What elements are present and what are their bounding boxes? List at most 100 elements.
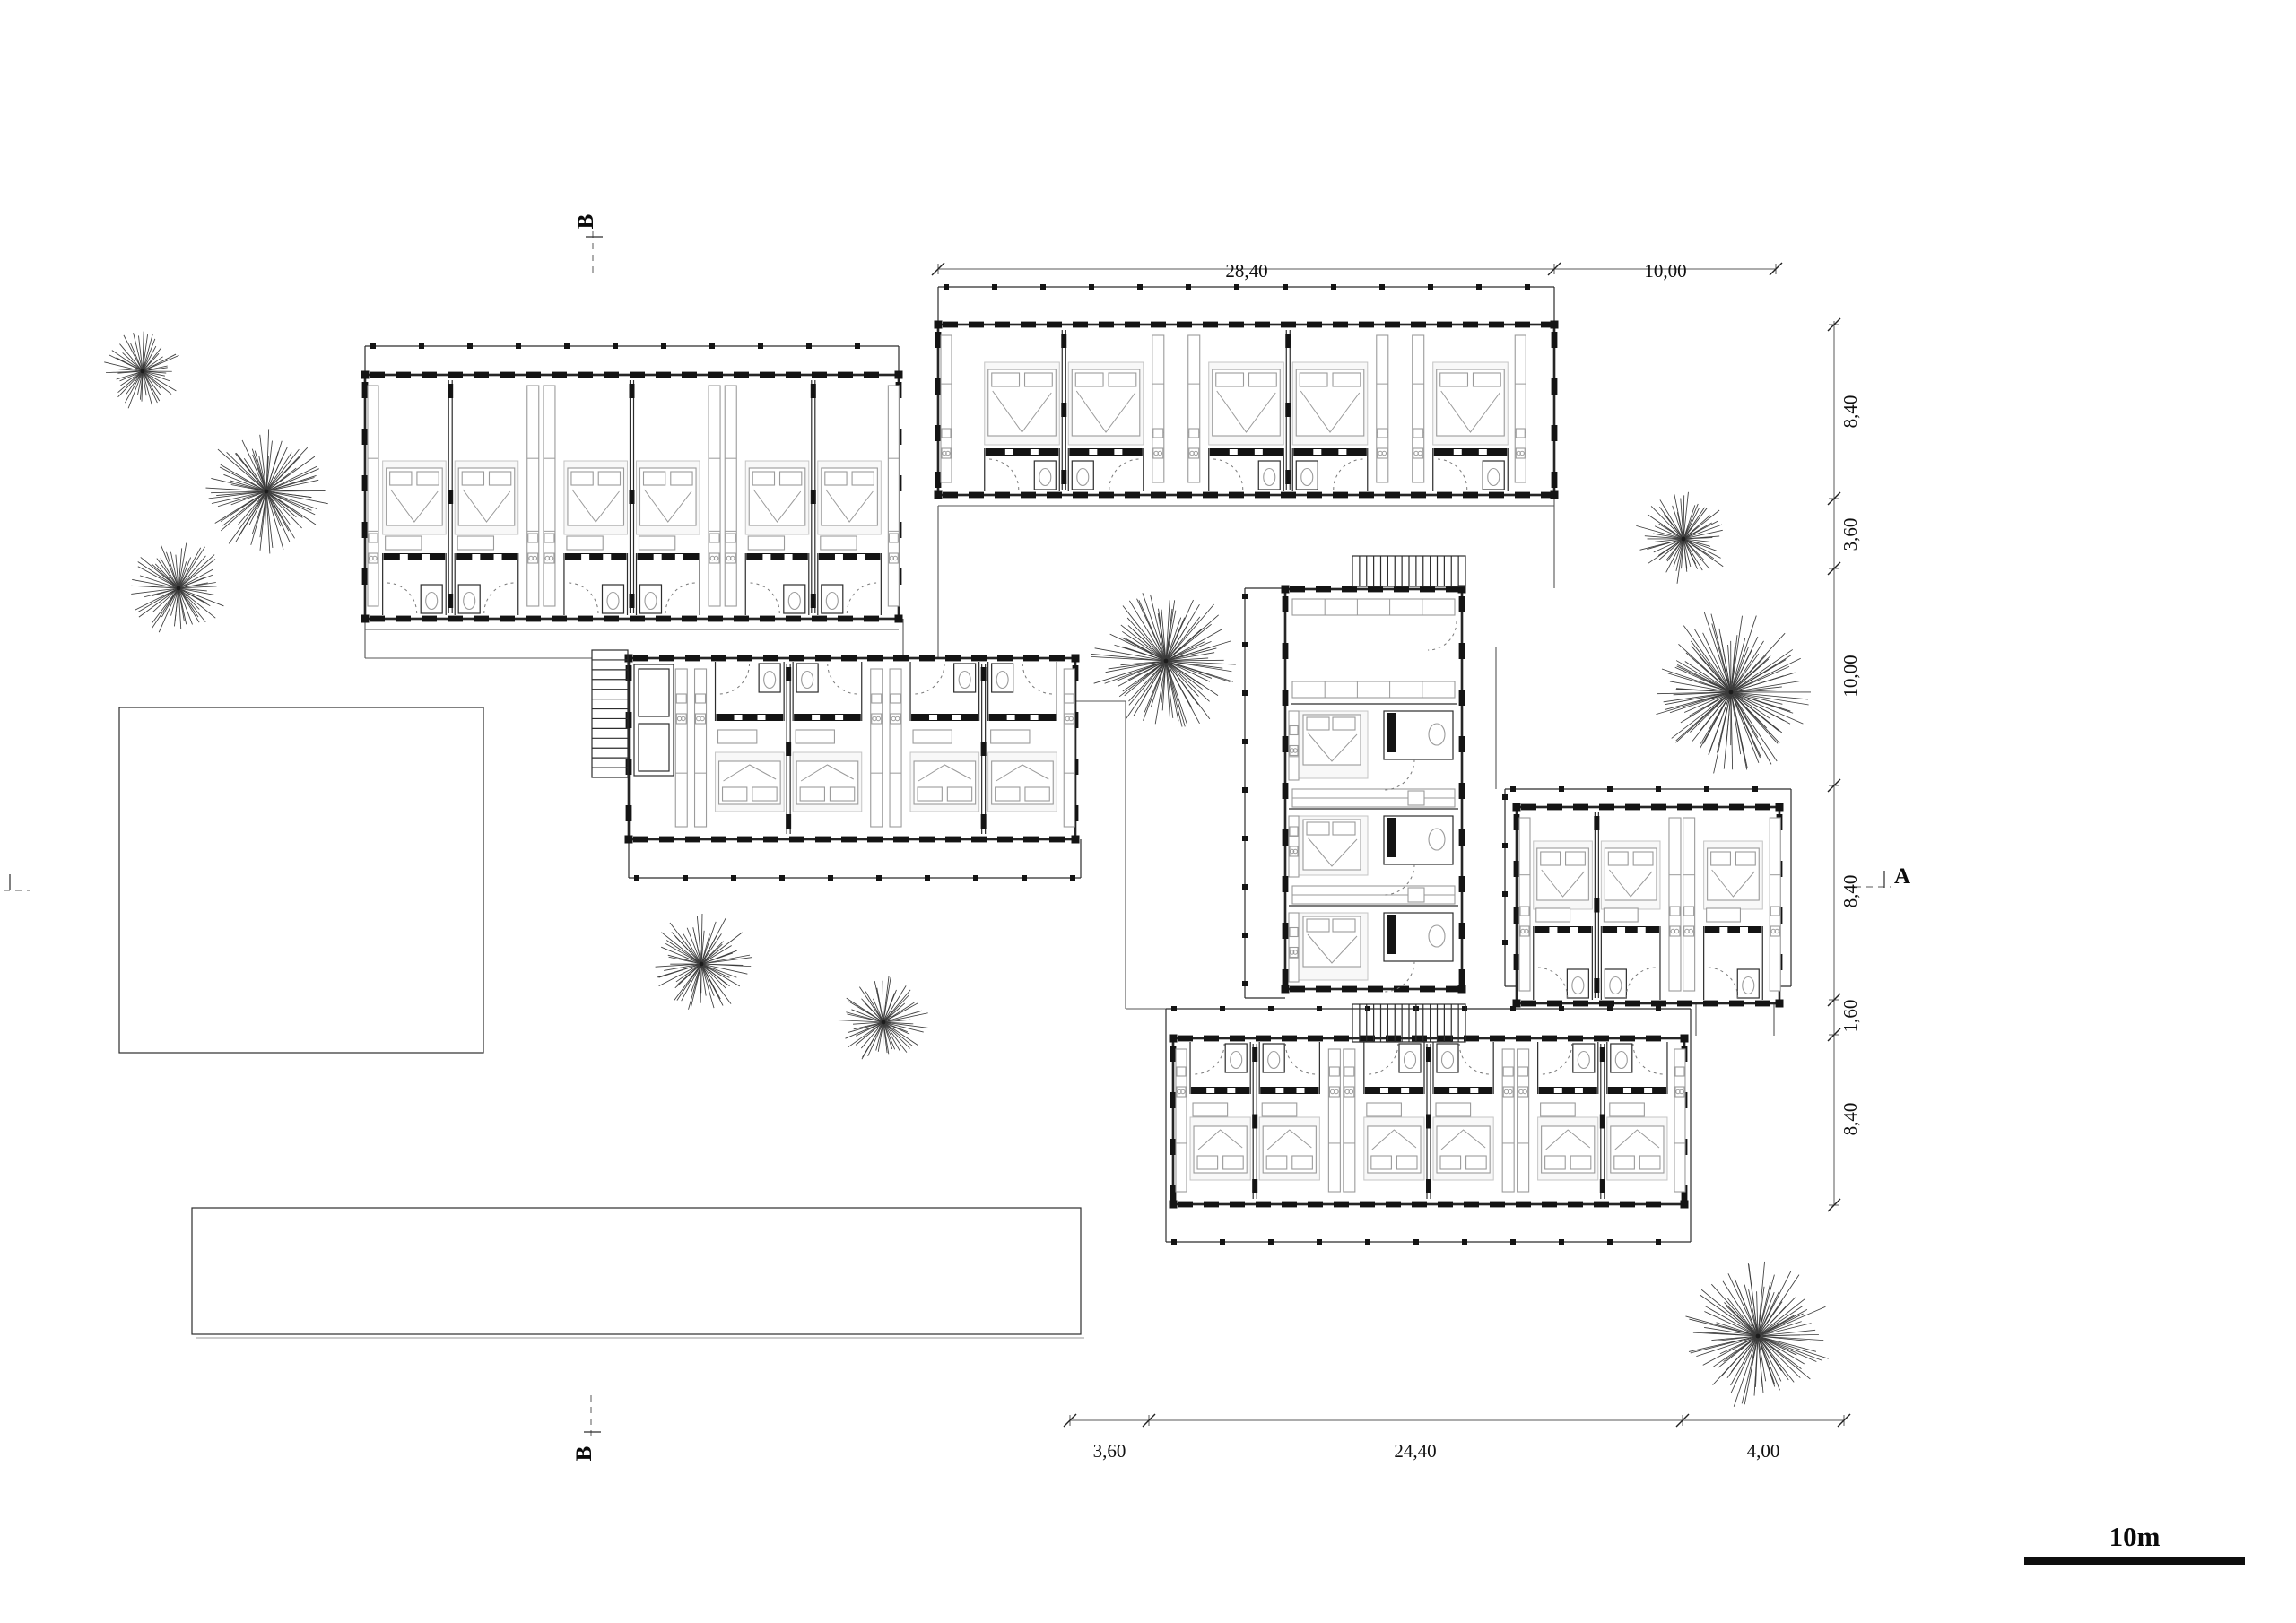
toilet bbox=[1436, 1043, 1459, 1073]
sink-counter bbox=[988, 714, 1057, 721]
south-block bbox=[1165, 1006, 1692, 1245]
toilet bbox=[601, 584, 625, 614]
walkways bbox=[364, 495, 1775, 1036]
closet-strip bbox=[708, 385, 721, 607]
section-marker: A bbox=[1855, 864, 1910, 889]
toilet bbox=[991, 663, 1014, 693]
closet-strip bbox=[1518, 817, 1531, 992]
sink-counter bbox=[911, 714, 978, 721]
west-block bbox=[361, 343, 903, 623]
toilet bbox=[1428, 924, 1446, 948]
closet-strip bbox=[526, 385, 540, 607]
bathroom bbox=[1383, 912, 1454, 962]
sink-counter bbox=[1209, 448, 1283, 456]
closet-strip bbox=[1327, 1048, 1341, 1193]
court-rect bbox=[118, 707, 484, 1054]
sink-counter bbox=[794, 714, 861, 721]
tree bbox=[1636, 491, 1724, 584]
section-letter: A bbox=[1894, 864, 1910, 889]
closet-strip bbox=[887, 385, 900, 607]
stair bbox=[591, 649, 629, 778]
pillow bbox=[1396, 1155, 1418, 1170]
sink-counter bbox=[1704, 926, 1762, 933]
dim-label: 24,40 bbox=[1394, 1440, 1436, 1462]
toilet bbox=[1295, 460, 1318, 490]
pillow bbox=[1570, 1155, 1592, 1170]
pillow bbox=[1439, 372, 1469, 387]
pillow bbox=[1196, 1155, 1219, 1170]
tree bbox=[1685, 1261, 1829, 1407]
desk bbox=[385, 535, 422, 551]
desk bbox=[566, 535, 604, 551]
desk bbox=[1535, 907, 1571, 923]
closet-strip bbox=[1152, 334, 1165, 483]
pillow bbox=[1222, 1155, 1244, 1170]
toilet bbox=[1398, 1043, 1422, 1073]
sink-counter bbox=[383, 553, 446, 560]
pillow bbox=[1248, 372, 1277, 387]
pillow bbox=[1332, 372, 1361, 387]
pillow bbox=[829, 786, 856, 802]
pillow bbox=[1735, 851, 1756, 866]
section-markers: BBA bbox=[4, 214, 1910, 1461]
section-marker bbox=[4, 874, 30, 891]
dim-label: 4,00 bbox=[1747, 1440, 1780, 1462]
pillow bbox=[1265, 1155, 1288, 1170]
desk bbox=[1706, 907, 1741, 923]
toilet bbox=[1257, 460, 1281, 490]
sink-counter bbox=[637, 553, 700, 560]
door-arc bbox=[1427, 621, 1457, 651]
stairs bbox=[591, 555, 1466, 1043]
desk bbox=[1435, 1102, 1472, 1117]
pillow bbox=[1472, 372, 1501, 387]
dim-label: 8,40 bbox=[1839, 1103, 1861, 1136]
sink-counter bbox=[1260, 1087, 1319, 1094]
pillow bbox=[1306, 821, 1330, 836]
pillow bbox=[1332, 918, 1356, 933]
tree bbox=[205, 429, 328, 554]
closet-strip bbox=[674, 668, 688, 828]
sink-counter bbox=[1191, 1087, 1250, 1094]
pillow bbox=[1306, 918, 1330, 933]
pillow bbox=[416, 471, 439, 486]
closet-strip bbox=[693, 668, 708, 828]
toilet bbox=[783, 584, 806, 614]
east-block bbox=[1502, 786, 1792, 1008]
pillow bbox=[851, 471, 874, 486]
toilet bbox=[1736, 968, 1760, 999]
sink-counter bbox=[746, 553, 808, 560]
sink-counter bbox=[818, 553, 881, 560]
closet-strip bbox=[940, 334, 952, 483]
desk bbox=[912, 729, 952, 744]
closet-strip bbox=[1674, 1048, 1686, 1193]
pillow bbox=[1023, 372, 1053, 387]
tree bbox=[838, 976, 930, 1060]
toilet bbox=[821, 584, 844, 614]
tree bbox=[1091, 593, 1236, 727]
pillow bbox=[1370, 1155, 1392, 1170]
scale-bar-label: 10m bbox=[2109, 1521, 2161, 1552]
wardrobe-band bbox=[1292, 598, 1456, 616]
site-rectangles bbox=[118, 707, 1084, 1339]
pillow bbox=[642, 471, 666, 486]
trees bbox=[104, 331, 1829, 1407]
sink-counter bbox=[985, 448, 1059, 456]
pillow bbox=[778, 471, 803, 486]
wardrobe-band bbox=[1292, 681, 1456, 699]
toilet bbox=[1604, 968, 1627, 999]
closet-strip bbox=[1668, 817, 1682, 992]
bathroom bbox=[1383, 710, 1454, 760]
pillow bbox=[1613, 1155, 1635, 1170]
pillow bbox=[1024, 786, 1050, 802]
desk bbox=[1540, 1102, 1576, 1117]
closet-strip bbox=[724, 385, 737, 607]
pillow bbox=[597, 471, 622, 486]
section-marker: B bbox=[572, 1395, 601, 1461]
toilet bbox=[1428, 828, 1446, 851]
sink-counter bbox=[1387, 818, 1396, 857]
dim-label: 10,00 bbox=[1839, 655, 1861, 697]
scale-bar-rect bbox=[2024, 1557, 2245, 1565]
closet-strip bbox=[1683, 817, 1696, 992]
